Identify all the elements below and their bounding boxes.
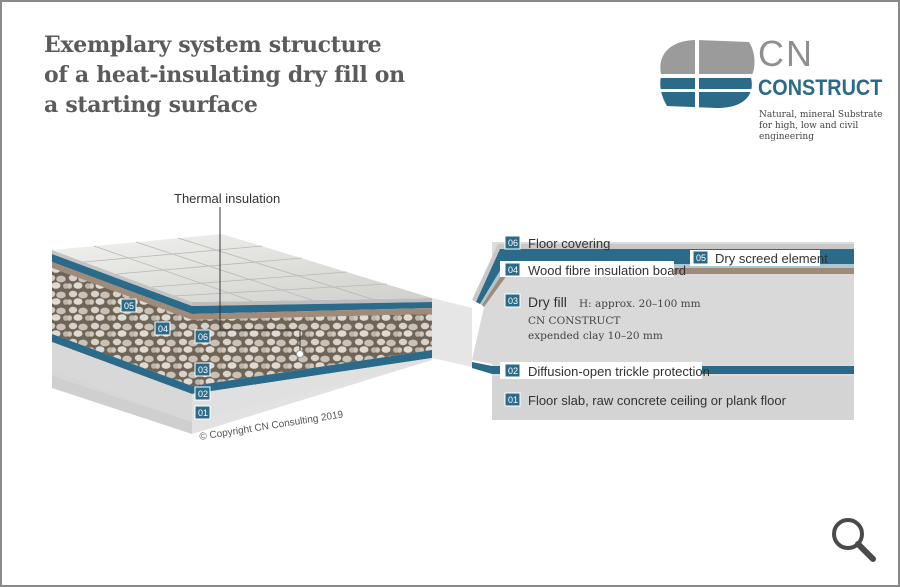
isometric-block <box>52 234 432 434</box>
title-line-1: Exemplary system structure <box>44 32 382 58</box>
svg-text:02: 02 <box>508 366 518 376</box>
magnifier-icon[interactable] <box>828 514 878 564</box>
badge-block-01: 01 <box>194 405 211 420</box>
svg-text:04: 04 <box>158 324 168 334</box>
layer-label-04: 04 Wood fibre insulation board <box>500 261 686 278</box>
layer-label-01: 01 Floor slab, raw concrete ceiling or p… <box>504 392 787 408</box>
svg-text:Floor covering: Floor covering <box>528 236 610 251</box>
svg-text:expended clay 10–20 mm: expended clay 10–20 mm <box>528 330 663 342</box>
badge-block-06: 06 <box>194 329 211 344</box>
svg-text:H: approx. 20–100 mm: H: approx. 20–100 mm <box>579 298 701 310</box>
badge-block-02: 02 <box>194 386 211 401</box>
svg-text:Floor slab, raw concrete ceili: Floor slab, raw concrete ceiling or plan… <box>528 393 787 408</box>
layer-label-06: 06 Floor covering <box>504 235 610 251</box>
layer-label-05: 05 Dry screed element <box>690 250 828 266</box>
svg-text:06: 06 <box>198 332 208 342</box>
callout-thermal-insulation: Thermal insulation <box>174 191 280 206</box>
svg-text:05: 05 <box>696 253 706 263</box>
svg-text:CN CONSTRUCT: CN CONSTRUCT <box>528 315 620 327</box>
svg-text:03: 03 <box>508 296 518 306</box>
svg-text:Dry screed element: Dry screed element <box>715 251 828 266</box>
layer-labels: 06 Floor covering 05 Dry screed element … <box>500 235 828 408</box>
layer-label-03: 03 Dry fill H: approx. 20–100 mm CN CONS… <box>504 293 701 342</box>
badge-block-05: 05 <box>120 298 137 313</box>
logo-text-cn: CN <box>758 33 814 74</box>
svg-text:Wood fibre insulation board: Wood fibre insulation board <box>528 263 686 278</box>
callout-dot <box>296 350 304 358</box>
layer-label-02: 02 Diffusion-open trickle protection <box>500 362 710 379</box>
svg-text:01: 01 <box>198 408 208 418</box>
svg-text:Diffusion-open trickle protect: Diffusion-open trickle protection <box>528 364 710 379</box>
svg-text:04: 04 <box>508 265 518 275</box>
logo-text-construct: CONSTRUCT <box>758 75 883 100</box>
cn-construct-logo <box>657 34 757 114</box>
block-badges: 05 04 06 03 02 01 <box>120 298 211 420</box>
svg-text:06: 06 <box>508 238 518 248</box>
svg-text:03: 03 <box>198 365 208 375</box>
svg-text:02: 02 <box>198 389 208 399</box>
logo-tagline: Natural, mineral Substrate for high, low… <box>759 110 883 142</box>
connector-band <box>432 298 472 367</box>
svg-text:Dry fill: Dry fill <box>528 294 567 310</box>
svg-text:01: 01 <box>508 395 518 405</box>
callout-line <box>219 207 301 354</box>
title-line-2: of a heat-insulating dry fill on <box>44 62 405 88</box>
page-title: Exemplary system structure of a heat-ins… <box>44 30 444 120</box>
badge-block-04: 04 <box>154 321 171 336</box>
title-line-3: a starting surface <box>44 92 258 118</box>
svg-text:05: 05 <box>124 301 134 311</box>
badge-block-03: 03 <box>194 362 211 377</box>
